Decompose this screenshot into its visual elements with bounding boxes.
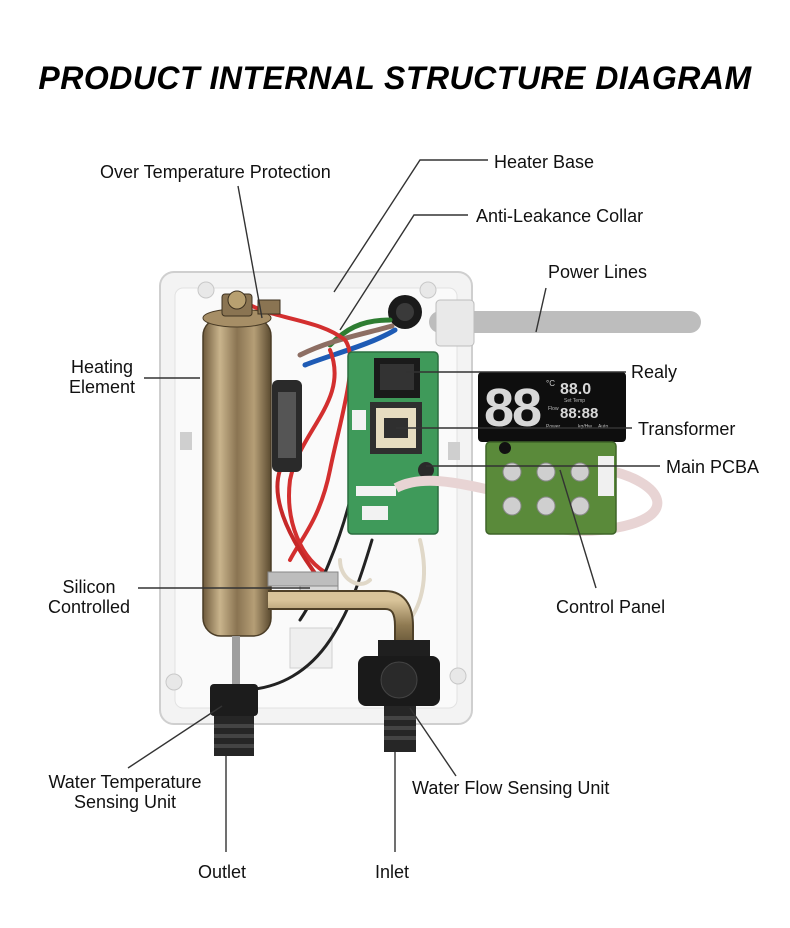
inlet-pipe	[268, 590, 414, 650]
display-kgh: kg/Hw	[578, 424, 592, 430]
label-silicon-controlled: Silicon Controlled	[40, 577, 138, 617]
heating-element	[202, 290, 281, 637]
over-temperature-protection	[272, 380, 302, 472]
outlet-fitting	[210, 636, 258, 756]
label-heater-base: Heater Base	[494, 152, 595, 172]
label-heating-element-line1: Heating	[70, 357, 134, 377]
label-realy: Realy	[631, 362, 678, 382]
display-panel: 88 °C 88.0 Set Temp Flow 88:88 Power kg/…	[478, 372, 626, 442]
display-small-bottom: 88:88	[560, 405, 598, 422]
diagram-title: PRODUCT INTERNAL STRUCTURE DIAGRAM	[38, 60, 752, 96]
display-unit: °C	[546, 379, 555, 388]
label-control-panel: Control Panel	[556, 597, 666, 617]
label-over-temperature-protection: Over Temperature Protection	[100, 162, 331, 182]
label-inlet: Inlet	[375, 862, 410, 882]
display-auto: Auto	[598, 424, 609, 430]
leader-heater-base	[333, 159, 488, 293]
leader-water-flow	[409, 707, 457, 777]
leader-control-panel	[559, 469, 597, 589]
control-panel-board	[485, 441, 617, 535]
power-lines-cable	[429, 299, 701, 347]
label-heating-element: Heating Element	[60, 357, 144, 397]
label-water-temperature-sensing-unit: Water Temperature Sensing Unit	[30, 772, 220, 812]
leader-lines	[127, 159, 660, 852]
label-outlet: Outlet	[198, 862, 247, 882]
label-main-pcba: Main PCBA	[666, 457, 760, 477]
display-set-temp: Set Temp	[564, 398, 585, 404]
label-heating-element-line2: Element	[68, 377, 136, 397]
anti-leakance-collar	[388, 295, 422, 329]
label-transformer: Transformer	[638, 419, 736, 439]
display-big-digits: 88	[484, 378, 541, 438]
label-silicon-controlled-line1: Silicon	[62, 577, 116, 597]
label-water-temperature-line2: Sensing Unit	[73, 792, 177, 812]
label-power-lines: Power Lines	[548, 262, 648, 282]
display-small-top: 88.0	[560, 381, 591, 398]
display-flow: Flow	[548, 406, 559, 412]
label-water-temperature-line1: Water Temperature	[48, 772, 202, 792]
main-pcba	[347, 351, 439, 535]
label-water-flow-sensing-unit: Water Flow Sensing Unit	[412, 778, 610, 798]
label-silicon-controlled-line2: Controlled	[47, 597, 131, 617]
label-anti-leakance-collar: Anti-Leakance Collar	[476, 206, 644, 226]
leader-anti-leakance	[339, 214, 468, 331]
leader-power-lines	[535, 287, 547, 333]
leader-water-temperature	[127, 705, 223, 769]
display-power: Power	[546, 424, 561, 430]
leader-over-temperature	[237, 185, 263, 319]
water-flow-sensor	[358, 640, 440, 752]
